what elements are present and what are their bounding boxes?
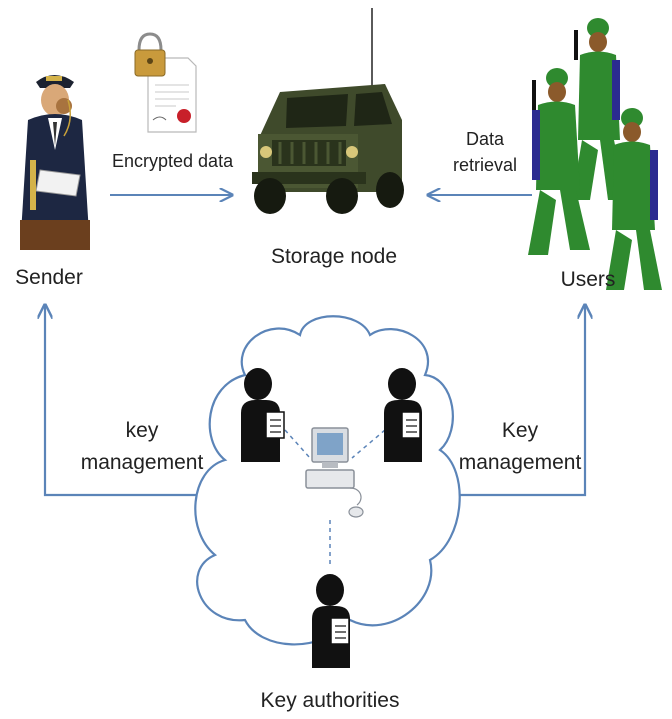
data-retrieval-label-line1: Data <box>465 129 505 149</box>
computer-icon <box>305 427 364 518</box>
authority-person-left <box>241 368 285 462</box>
key-mgmt-left-label-line2: management <box>80 451 204 474</box>
arrow-cloud-to-sender <box>45 305 215 497</box>
key-mgmt-right-label-line1: Key <box>501 419 539 442</box>
users-icon <box>528 18 662 290</box>
authority-person-bottom <box>312 574 350 668</box>
link-authority-left <box>284 429 311 459</box>
storage-vehicle-icon <box>252 8 404 214</box>
key-mgmt-left-label-line1: key <box>125 419 159 442</box>
sender-icon <box>20 75 90 250</box>
key-authorities-label: Key authorities <box>260 689 400 712</box>
storage-node-label: Storage node <box>270 245 398 268</box>
key-mgmt-right-label-line2: management <box>458 451 582 474</box>
sender-label: Sender <box>15 266 83 289</box>
users-label: Users <box>560 268 616 291</box>
encrypted-data-label: Encrypted data <box>112 151 234 171</box>
authority-person-right <box>384 368 422 462</box>
data-retrieval-label-line2: retrieval <box>452 155 518 175</box>
arrow-cloud-to-users <box>455 305 585 497</box>
encrypted-document-icon <box>134 32 197 133</box>
